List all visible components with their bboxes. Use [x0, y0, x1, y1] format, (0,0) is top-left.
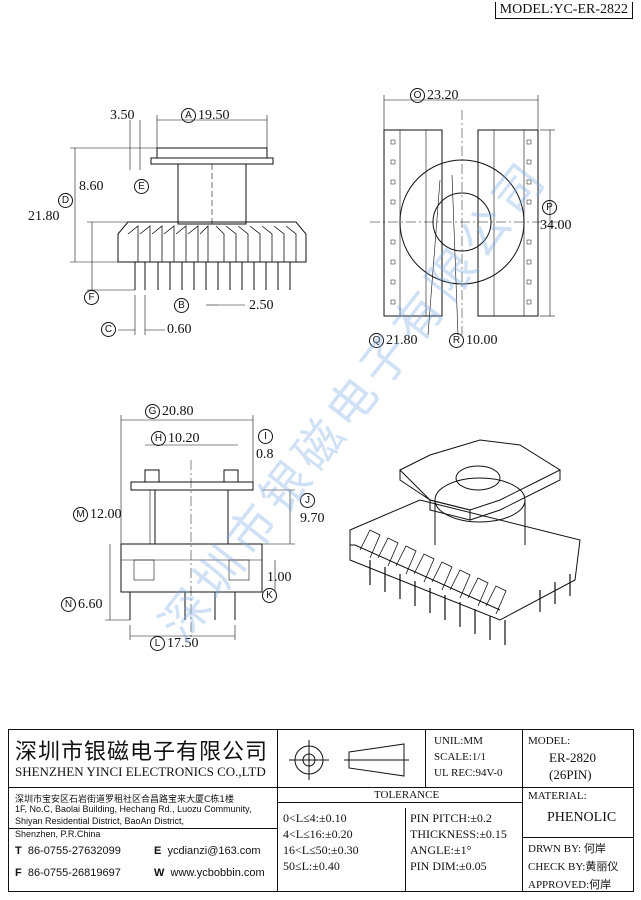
pin-tolerance-list: PIN PITCH:±0.2 THICKNESS:±0.15 ANGLE:±1°… — [410, 810, 507, 874]
web-row[interactable]: W www.ycbobbin.com — [154, 867, 265, 879]
unit: UNIL:MM — [434, 735, 483, 747]
email-row[interactable]: E ycdianzi@163.com — [154, 845, 261, 857]
dim-i-marker: I — [258, 429, 275, 445]
tolerance-item: 4<L≤16:±0.20 — [283, 827, 353, 841]
dim-b-value: 2.50 — [249, 298, 274, 313]
top-view — [370, 95, 560, 336]
model-label: MODEL:YC-ER-2822 — [494, 2, 633, 19]
pin-tolerance-item: PIN PITCH:±0.2 — [410, 811, 492, 825]
approved-row: APPROVED:何岸 — [528, 878, 612, 891]
tolerance-item: 50≤L:±0.40 — [283, 859, 340, 873]
fax-row: F 86-0755-26819697 — [15, 867, 121, 879]
material-title: MATERIAL: — [528, 790, 587, 802]
isometric-view — [349, 439, 581, 645]
tolerance-list: 0<L≤4:±0.10 4<L≤16:±0.20 16<L≤50:±0.30 5… — [283, 810, 359, 874]
dim-e-marker: E — [134, 179, 151, 195]
dim-d-marker: D — [58, 193, 75, 209]
signoff-block: DRWN BY: 何岸 CHECK BY:黄丽仪 APPROVED:何岸 — [528, 840, 618, 894]
address-en-1: 1F, No.C, Baolai Building, Hechang Rd., … — [15, 804, 252, 814]
front-view — [70, 115, 307, 335]
dim-k-marker: K — [262, 588, 279, 604]
dim-b-marker: B — [174, 298, 191, 314]
address-cn: 深圳市宝安区石岩街道罗租社区合昌路宝来大厦C栋1楼 — [15, 795, 235, 805]
dim-e-value: 3.50 — [110, 108, 135, 123]
model-pins: (26PIN) — [549, 767, 592, 782]
dim-f-marker: F — [84, 290, 101, 306]
technical-drawing — [70, 95, 581, 645]
side-view — [105, 415, 295, 640]
pin-tolerance-item: ANGLE:±1° — [410, 843, 472, 857]
scale: SCALE:1/1 — [434, 751, 486, 763]
drawn-by-row: DRWN BY: 何岸 — [528, 842, 606, 855]
dim-c-value: 0.60 — [167, 322, 192, 337]
model-title: MODEL: — [528, 735, 571, 747]
tel-row: T 86-0755-27632099 — [15, 845, 121, 857]
pin-tolerance-item: THICKNESS:±0.15 — [410, 827, 507, 841]
address-en-3: Shenzhen, P.R.China — [15, 829, 101, 839]
dim-c-marker: C — [101, 322, 118, 338]
dim-k-value: 1.00 — [267, 570, 292, 585]
ul-rec: UL REC:94V-0 — [434, 767, 503, 779]
model-value: ER-2820 — [549, 750, 596, 765]
company-name-en: SHENZHEN YINCI ELECTRONICS CO.,LTD — [15, 764, 266, 779]
dim-j-value: 9.70 — [300, 511, 325, 526]
dim-i-value: 0.8 — [256, 447, 274, 462]
projection-symbol-icon — [289, 740, 409, 780]
title-block: 深圳市银磁电子有限公司 SHENZHEN YINCI ELECTRONICS C… — [8, 729, 634, 892]
dim-j-marker: J — [300, 493, 317, 509]
tolerance-title: TOLERANCE — [374, 789, 440, 801]
dim-d-value: 21.80 — [28, 209, 60, 224]
address-en-2: Shiyan Residential District, BaoAn Distr… — [15, 816, 185, 826]
tolerance-item: 0<L≤4:±0.10 — [283, 811, 347, 825]
dim-f-value: 8.60 — [79, 179, 104, 194]
pin-tolerance-item: PIN DIM:±0.05 — [410, 859, 487, 873]
dim-p-marker: P — [542, 200, 559, 216]
tolerance-item: 16<L≤50:±0.30 — [283, 843, 359, 857]
check-by-row: CHECK BY:黄丽仪 — [528, 860, 619, 873]
dim-p-value: 34.00 — [540, 218, 572, 233]
company-name-cn: 深圳市银磁电子有限公司 — [15, 740, 269, 765]
material-value: PHENOLIC — [547, 810, 617, 825]
